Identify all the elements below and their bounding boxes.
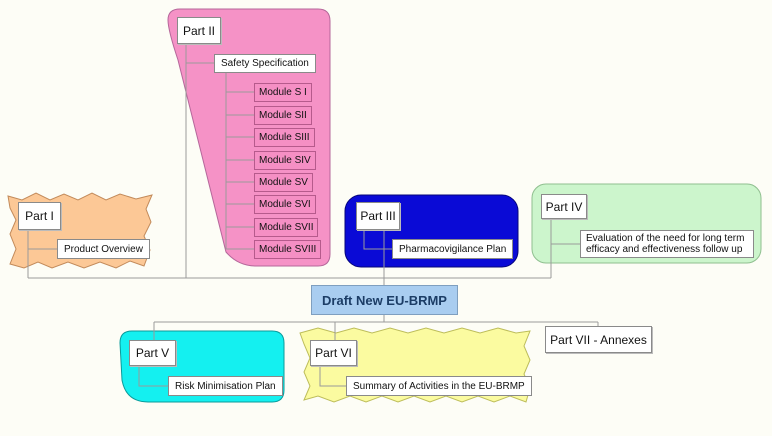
- connector-lines: [27, 42, 599, 387]
- module-s-iii-node[interactable]: Module SIII: [254, 128, 315, 147]
- root-node-draft-eu-brmp[interactable]: Draft New EU-BRMP: [311, 285, 458, 315]
- risk-minimisation-plan-node[interactable]: Risk Minimisation Plan: [168, 376, 283, 396]
- safety-specification-node[interactable]: Safety Specification: [214, 54, 316, 73]
- pharmacovigilance-plan-node[interactable]: Pharmacovigilance Plan: [392, 239, 514, 259]
- product-overview-node[interactable]: Product Overview: [57, 239, 150, 259]
- part2-node[interactable]: Part II: [177, 17, 221, 44]
- part3-node[interactable]: Part III: [356, 202, 400, 230]
- part1-node[interactable]: Part I: [18, 202, 61, 230]
- part5-node[interactable]: Part V: [129, 340, 176, 366]
- module-s-ii-node[interactable]: Module SII: [254, 106, 312, 125]
- part7-annexes-node[interactable]: Part VII - Annexes: [545, 326, 652, 353]
- part4-node[interactable]: Part IV: [541, 194, 587, 219]
- part6-node[interactable]: Part VI: [310, 340, 357, 366]
- summary-of-activities-node[interactable]: Summary of Activities in the EU-BRMP: [346, 376, 532, 396]
- module-s-vii-node[interactable]: Module SVII: [254, 218, 319, 237]
- evaluation-follow-up-node[interactable]: Evaluation of the need for long term eff…: [580, 230, 754, 258]
- module-s-viii-node[interactable]: Module SVIII: [254, 240, 322, 259]
- module-s-v-node[interactable]: Module SV: [254, 173, 313, 192]
- module-s-iv-node[interactable]: Module SIV: [254, 151, 316, 170]
- module-s-vi-node[interactable]: Module SVI: [254, 195, 316, 214]
- module-s-i-node[interactable]: Module S I: [254, 83, 312, 102]
